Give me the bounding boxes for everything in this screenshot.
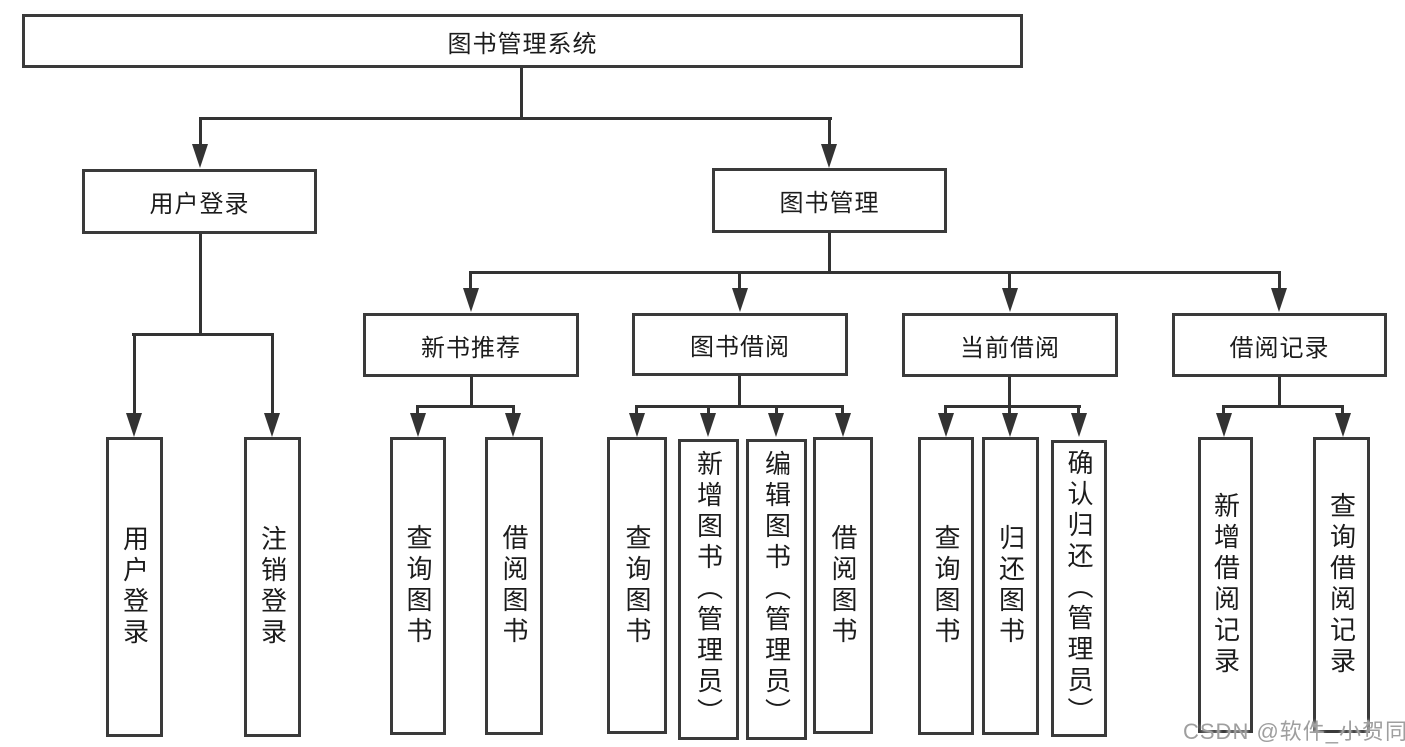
leaf-query-books-recommend: 查询图书 (390, 437, 446, 735)
connector-arrow-bb-borrow-stem (841, 405, 844, 413)
connector-arrow-cb-return-stem (1008, 405, 1011, 413)
connector-currentborrow-stub (1008, 377, 1011, 407)
connector-arrow-leaf-login-stem (133, 333, 136, 413)
leaf-edit-books-admin: 编辑图书（管理员） (746, 439, 807, 740)
connector-newbook-stub (470, 377, 473, 407)
arrowhead-currentborrow-icon (1002, 288, 1018, 312)
arrowhead-bb-borrow-icon (835, 413, 851, 437)
connector-arrow-newbook-stem (469, 271, 472, 288)
arrowhead-newbook-icon (463, 288, 479, 312)
node-book-management: 图书管理 (712, 168, 947, 233)
connector-arrow-cb-query-stem (944, 405, 947, 413)
connector-bookmgmt-rail (470, 271, 1280, 274)
connector-userlogin-rail (132, 333, 274, 336)
node-user-login: 用户登录 (82, 169, 317, 234)
connector-arrow-borrowrecord-stem (1278, 271, 1281, 288)
connector-arrow-cb-confirm-stem (1077, 405, 1080, 413)
arrowhead-bb-query-icon (629, 413, 645, 437)
connector-arrow-currentborrow-stem (1008, 271, 1011, 288)
connector-bookborrow-rail (636, 405, 844, 408)
connector-arrow-bb-add-stem (707, 405, 710, 413)
arrowhead-user-login-icon (192, 144, 208, 168)
connector-userlogin-stub (199, 234, 202, 335)
connector-borrowrecord-rail (1223, 405, 1344, 408)
connector-root-stub (520, 68, 523, 119)
connector-arrow-user-login-stem (199, 117, 202, 144)
leaf-confirm-return-admin: 确认归还（管理员） (1051, 440, 1107, 737)
arrowhead-bookborrow-icon (732, 288, 748, 312)
leaf-query-borrow-record: 查询借阅记录 (1313, 437, 1370, 733)
connector-arrow-nbr-query-stem (416, 405, 419, 413)
leaf-borrow-books: 借阅图书 (813, 437, 873, 734)
leaf-add-borrow-record: 新增借阅记录 (1198, 437, 1253, 733)
connector-arrow-nbr-borrow-stem (512, 405, 515, 413)
node-book-borrow: 图书借阅 (632, 313, 848, 376)
leaf-query-books-borrow: 查询图书 (607, 437, 667, 734)
leaf-query-books-current: 查询图书 (918, 437, 974, 735)
arrowhead-bb-add-icon (700, 413, 716, 437)
connector-arrow-br-query-stem (1341, 405, 1344, 413)
csdn-watermark: CSDN @软件_小贺同学 (1183, 719, 1405, 744)
arrowhead-nbr-borrow-icon (505, 413, 521, 437)
arrowhead-book-mgmt-icon (821, 144, 837, 168)
connector-arrow-br-add-stem (1222, 405, 1225, 413)
arrowhead-br-add-icon (1216, 413, 1232, 437)
connector-arrow-bb-edit-stem (775, 405, 778, 413)
arrowhead-cb-return-icon (1002, 413, 1018, 437)
arrowhead-cb-query-icon (938, 413, 954, 437)
connector-currentborrow-rail (945, 405, 1081, 408)
connector-arrow-book-mgmt-stem (828, 117, 831, 144)
connector-arrow-bb-query-stem (635, 405, 638, 413)
arrowhead-leaf-logout-icon (264, 413, 280, 437)
leaf-user-login: 用户登录 (106, 437, 163, 737)
arrowhead-borrowrecord-icon (1271, 288, 1287, 312)
arrowhead-bb-edit-icon (768, 413, 784, 437)
connector-newbook-rail (417, 405, 515, 408)
node-root-library-system: 图书管理系统 (22, 14, 1023, 68)
connector-arrow-bookborrow-stem (738, 271, 741, 288)
arrowhead-leaf-login-icon (126, 413, 142, 437)
connector-arrow-leaf-logout-stem (271, 333, 274, 413)
node-borrow-record: 借阅记录 (1172, 313, 1387, 377)
leaf-add-books-admin: 新增图书（管理员） (678, 439, 739, 740)
arrowhead-nbr-query-icon (410, 413, 426, 437)
leaf-borrow-books-recommend: 借阅图书 (485, 437, 543, 735)
arrowhead-br-query-icon (1335, 413, 1351, 437)
arrowhead-cb-confirm-icon (1071, 413, 1087, 437)
leaf-return-books: 归还图书 (982, 437, 1039, 735)
connector-borrowrecord-stub (1278, 377, 1281, 407)
connector-root-rail (199, 117, 832, 120)
node-new-book-recommend: 新书推荐 (363, 313, 579, 377)
connector-bookborrow-stub (738, 376, 741, 407)
node-current-borrow: 当前借阅 (902, 313, 1118, 377)
leaf-logout: 注销登录 (244, 437, 301, 737)
connector-bookmgmt-stub (828, 233, 831, 273)
